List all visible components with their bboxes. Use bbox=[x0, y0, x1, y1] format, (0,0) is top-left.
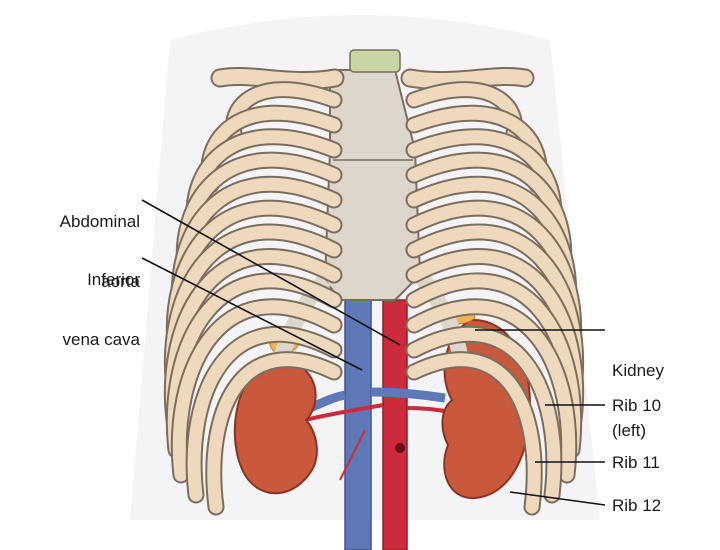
top-vertebra bbox=[349, 49, 401, 73]
rib-right-10 bbox=[172, 300, 341, 482]
label-ivc-line2: vena cava bbox=[62, 330, 141, 349]
clavicle-right-fill bbox=[212, 68, 343, 88]
inferior-vena-cava bbox=[344, 299, 372, 550]
label-rib-10: Rib 10 bbox=[612, 396, 662, 415]
ivc-leader-line bbox=[141, 257, 363, 371]
rib-left-10 bbox=[407, 300, 576, 482]
label-kidney-line1: Kidney bbox=[612, 361, 664, 380]
rib-left-12 bbox=[407, 353, 541, 514]
label-rib-11: Rib 11 bbox=[612, 453, 660, 472]
aorta-leader-line bbox=[141, 199, 401, 346]
label-aorta-line2: aorta bbox=[101, 272, 140, 291]
clavicle-left-fill bbox=[402, 68, 533, 88]
label-kidney-line2: (left) bbox=[612, 421, 646, 440]
right-renal-artery bbox=[304, 403, 384, 422]
rib12-leader-line bbox=[509, 491, 606, 506]
label-kidney-left: Kidney (left) bbox=[612, 321, 664, 481]
label-rib-12: Rib 12 bbox=[612, 496, 662, 515]
mesenteric-artery-origin bbox=[395, 443, 405, 453]
label-abdominal-aorta: Abdominal aorta bbox=[20, 172, 140, 332]
left-renal-vein bbox=[370, 387, 446, 403]
label-inferior-vena-cava: Inferior vena cava bbox=[20, 230, 141, 390]
label-ivc-line1: Inferior bbox=[87, 270, 140, 289]
label-aorta-line1: Abdominal bbox=[59, 212, 140, 231]
gonadal-vessel bbox=[339, 429, 366, 481]
rib-left-11 bbox=[407, 327, 561, 502]
rib-right-12 bbox=[207, 353, 341, 514]
ribs bbox=[163, 81, 585, 516]
